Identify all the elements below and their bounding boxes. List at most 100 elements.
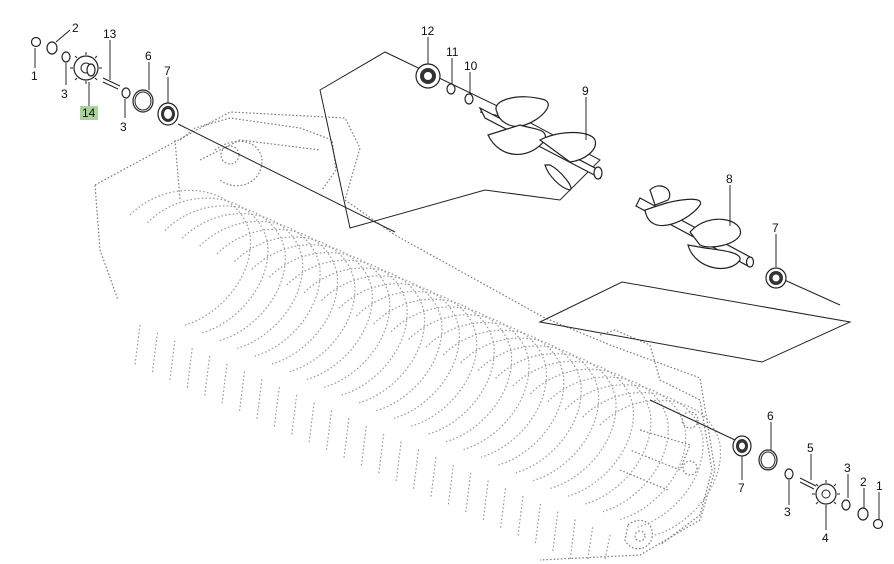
leader-lines <box>34 29 880 530</box>
bearing-7b <box>765 267 787 289</box>
reel-tine-tooth <box>534 503 541 544</box>
callout-labels: 1 2 3 3 13 1 4 6 7 12 11 10 9 8 7 6 5 7 3… <box>31 21 883 545</box>
reel-tine-tooth <box>151 332 159 373</box>
callout-4: 4 <box>822 531 829 545</box>
reel-tine-arc <box>512 360 635 497</box>
callout-6b: 6 <box>767 409 774 423</box>
callout-11: 11 <box>446 45 459 59</box>
bearing-7c <box>732 435 752 457</box>
reel-tine-arc <box>286 259 408 396</box>
callout-9: 9 <box>582 84 589 98</box>
reel-tines <box>129 189 722 561</box>
oring-6b <box>758 449 778 471</box>
reel-tine-arc <box>529 368 652 505</box>
bearing-7a <box>157 102 179 126</box>
reel-tine-tooth <box>430 457 437 498</box>
circlip-ring-1a <box>30 36 42 48</box>
reel-tine-tooth <box>273 387 280 428</box>
reel-tine-arc <box>390 306 513 443</box>
reel-tine-arc <box>495 353 617 489</box>
reel-tine-tooth <box>552 511 559 552</box>
callout-8: 8 <box>726 172 733 186</box>
circlip-ring-1b <box>872 518 884 530</box>
callout-6a: 6 <box>145 49 152 63</box>
reel-tine-tooth <box>256 379 263 420</box>
callout-2b: 2 <box>860 475 867 489</box>
reel-tine-arc <box>251 244 373 381</box>
reel-tine-arc <box>234 236 356 373</box>
reel-tine-arc <box>268 251 391 388</box>
reference-panel-left <box>319 51 601 229</box>
reel-tine-tooth <box>569 519 576 560</box>
washer-3a <box>61 51 71 63</box>
callout-1a: 1 <box>31 69 38 83</box>
upper-auger-parts <box>415 63 603 191</box>
reel-tine-arc <box>599 399 722 536</box>
sprocket-14 <box>70 52 102 84</box>
reel-tine-arc <box>129 189 252 326</box>
washer-3c <box>784 468 794 480</box>
reel-tine-arc <box>547 376 669 513</box>
reel-tine-arc <box>146 197 269 334</box>
callout-1b: 1 <box>876 479 883 493</box>
reel-tine-tooth <box>186 348 193 389</box>
reel-tine-tooth <box>204 356 211 397</box>
reel-tine-tooth <box>412 449 420 490</box>
reference-panel-right <box>538 281 852 363</box>
washer-10 <box>464 93 474 105</box>
reel-tine-tooth <box>465 472 472 513</box>
reel-tine-arc <box>582 391 704 528</box>
reel-tine-tooth <box>291 394 298 436</box>
washer-2b <box>857 507 869 521</box>
reel-tine-arc <box>425 321 547 458</box>
callout-3b: 3 <box>120 120 127 134</box>
reel-tine-tooth <box>482 480 489 521</box>
right-drive-parts <box>732 435 884 530</box>
callout-5: 5 <box>807 441 814 455</box>
pickup-reel-body <box>94 111 722 561</box>
washer-2a <box>46 41 58 55</box>
callout-2a: 2 <box>72 21 79 35</box>
reel-tine-arc <box>442 329 565 466</box>
reel-tine-arc <box>338 283 460 419</box>
auger-8 <box>635 185 755 269</box>
reel-tine-arc <box>181 213 304 349</box>
callout-3c: 3 <box>844 461 851 475</box>
callout-7b: 7 <box>772 221 779 235</box>
callout-7c: 7 <box>738 481 745 495</box>
reel-tine-arc <box>460 337 582 474</box>
reel-tine-tooth <box>221 363 228 404</box>
reel-tine-arc <box>199 220 321 357</box>
left-drive-parts <box>30 36 179 126</box>
callout-12: 12 <box>421 24 435 38</box>
reel-tine-tooth <box>308 402 315 443</box>
washer-3d <box>841 499 851 511</box>
reel-tine-arc <box>564 384 687 521</box>
lower-axis-line <box>649 399 736 441</box>
highlight-14 <box>80 106 98 120</box>
callout-7a: 7 <box>164 64 171 78</box>
auger-9 <box>478 96 603 191</box>
right-axis-line <box>779 277 841 306</box>
reel-tine-arc <box>355 290 478 427</box>
bearing-12 <box>415 63 441 89</box>
washer-11 <box>446 83 456 95</box>
lower-auger-parts <box>635 185 787 289</box>
reel-tine-arc <box>164 205 286 342</box>
sprocket-4 <box>812 480 840 508</box>
pin-13 <box>102 77 121 87</box>
washer-3b <box>121 87 131 99</box>
callout-10: 10 <box>464 59 478 73</box>
reel-tine-tooth <box>169 340 176 381</box>
reel-tine-arc <box>373 298 495 435</box>
reel-tine-arc <box>477 345 600 482</box>
reel-tine-tooth <box>343 418 350 459</box>
reel-tine-tooth <box>134 324 141 366</box>
callout-3a: 3 <box>61 87 68 101</box>
reel-tine-arc <box>321 275 443 412</box>
callout-13: 13 <box>103 27 117 41</box>
pin-5 <box>799 477 817 487</box>
reel-tine-tooth <box>604 534 611 561</box>
reel-tine-tooth <box>378 433 385 474</box>
